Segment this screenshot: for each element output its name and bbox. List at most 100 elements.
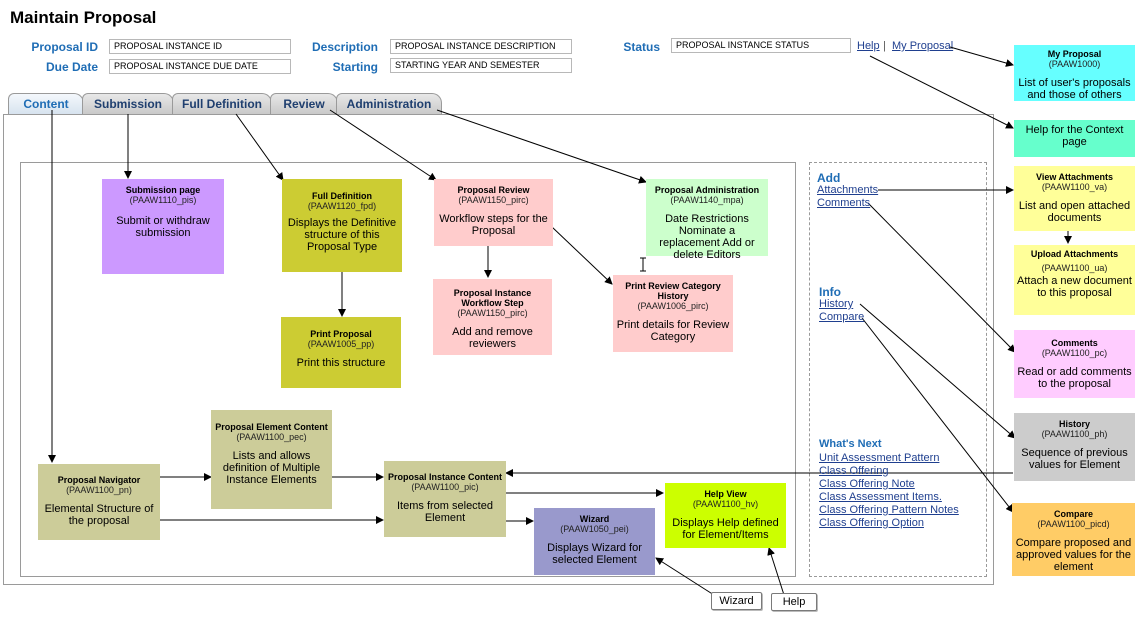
node-desc: Submit or withdraw submission [116,215,210,239]
help-link[interactable]: Help [857,40,880,52]
node-upload-attachments: Upload Attachments (PAAW1100_ua) Attach … [1014,245,1135,315]
side-heading-info: Info [819,285,841,299]
content-panel [3,114,994,585]
node-title: Comments [1051,338,1098,348]
node-submission-page: Submission page (PAAW1110_pis) Submit or… [102,179,224,274]
proposal-id-field[interactable]: PROPOSAL INSTANCE ID [109,39,291,54]
side-link-compare[interactable]: Compare [819,311,865,323]
node-code: (PAAW1006_pirc) [637,301,709,311]
node-desc: Displays Help defined for Element/Items [672,517,779,541]
starting-field[interactable]: STARTING YEAR AND SEMESTER [390,58,572,73]
node-desc: Displays Wizard for selected Element [547,542,642,566]
node-desc: Displays the Definitive structure of thi… [287,217,397,253]
my-proposal-link[interactable]: My Proposal [892,40,954,52]
node-code: (PAAW1100_va) [1041,182,1108,192]
node-desc: Date Restrictions Nominate a replacement… [659,213,755,261]
node-title: Help View [704,489,747,499]
node-desc: Help for the Context page [1025,124,1124,148]
node-my-proposal: My Proposal (PAAW1000) List of user's pr… [1014,45,1135,101]
description-field[interactable]: PROPOSAL INSTANCE DESCRIPTION [390,39,572,54]
node-desc: List and open attached documents [1018,200,1131,224]
tab-content[interactable]: Content [8,93,84,114]
node-desc: Read or add comments to the proposal [1017,366,1132,390]
node-desc: Print details for Review Category [616,319,730,343]
tab-full-definition[interactable]: Full Definition [172,93,272,114]
help-button[interactable]: Help [771,593,817,611]
wizard-button[interactable]: Wizard [711,592,762,610]
side-heading-add: Add [817,171,841,185]
node-help-view: Help View (PAAW1100_hv) Displays Help de… [665,483,786,548]
node-title: Compare [1053,509,1093,519]
node-title: My Proposal [1047,49,1102,59]
side-link-class-offering-option[interactable]: Class Offering Option [819,517,924,529]
diagram-area [20,162,796,577]
status-label: Status [623,40,660,54]
node-code: (PAAW1100_hv) [692,499,759,509]
node-help-context: Help for the Context page [1014,120,1135,157]
node-desc: Lists and allows definition of Multiple … [222,450,321,486]
node-title: Print Review Category History [625,281,721,301]
node-code: (PAAW1100_ua) [1041,263,1108,273]
node-element-content: Proposal Element Content (PAAW1100_pec) … [211,410,332,509]
node-code: (PAAW1150_pirc) [458,195,529,205]
node-desc: Print this structure [296,357,386,369]
side-link-history[interactable]: History [819,298,854,310]
proposal-id-label: Proposal ID [31,40,98,54]
side-heading-whats-next: What's Next [819,438,882,450]
status-field[interactable]: PROPOSAL INSTANCE STATUS [671,38,851,53]
node-desc: Compare proposed and approved values for… [1015,537,1132,573]
node-full-definition: Full Definition (PAAW1120_fpd) Displays … [282,179,402,272]
node-desc: Items from selected Element [397,500,493,524]
node-title: Proposal Element Content [215,422,328,432]
node-title: Full Definition [312,191,372,201]
link-separator: | [883,40,886,52]
node-desc: Workflow steps for the Proposal [439,213,548,237]
side-link-class-offering[interactable]: Class Offering [819,465,889,477]
node-code: (PAAW1000) [1048,59,1101,69]
node-workflow-step: Proposal Instance Workflow Step (PAAW115… [433,279,552,355]
node-code: (PAAW1005_pp) [307,339,375,349]
node-code: (PAAW1100_pic) [411,482,479,492]
node-code: (PAAW1050_pei) [560,524,629,534]
node-desc: Sequence of previous values for Element [1021,447,1128,471]
tab-submission[interactable]: Submission [82,93,174,114]
node-instance-content: Proposal Instance Content (PAAW1100_pic)… [384,461,506,537]
node-view-attachments: View Attachments (PAAW1100_va) List and … [1014,166,1135,231]
node-history: History (PAAW1100_ph) Sequence of previo… [1014,413,1135,481]
node-title: Upload Attachments [1030,249,1119,259]
node-title: History [1058,419,1090,429]
node-code: (PAAW1100_pn) [66,485,132,495]
node-title: Print Proposal [310,329,372,339]
node-desc: Attach a new document to this proposal [1017,275,1132,299]
side-link-unit-assessment-pattern[interactable]: Unit Assessment Pattern [819,452,940,464]
side-panel [809,162,987,577]
node-wizard: Wizard (PAAW1050_pei) Displays Wizard fo… [534,508,655,575]
node-proposal-review: Proposal Review (PAAW1150_pirc) Workflow… [434,179,553,246]
due-date-field[interactable]: PROPOSAL INSTANCE DUE DATE [109,59,291,74]
node-code: (PAAW1100_pec) [236,432,307,442]
node-code: (PAAW1100_pc) [1041,348,1108,358]
node-code: (PAAW1110_pis) [129,195,197,205]
node-code: (PAAW1100_picd) [1037,519,1110,529]
side-link-class-offering-note[interactable]: Class Offering Note [819,478,915,490]
node-desc: Elemental Structure of the proposal [44,503,154,527]
node-administration: Proposal Administration (PAAW1140_mpa) D… [646,179,768,261]
node-title: Proposal Navigator [57,475,141,485]
side-link-attachments[interactable]: Attachments [817,184,879,196]
node-title: Proposal Instance Content [387,472,503,482]
side-link-comments[interactable]: Comments [817,197,871,209]
node-code: (PAAW1150_pirc) [457,308,528,318]
node-title: View Attachments [1035,172,1114,182]
node-title: Proposal Instance Workflow Step [453,288,532,308]
tab-review[interactable]: Review [270,93,338,114]
node-desc: List of user's proposals and those of ot… [1018,77,1131,101]
description-label: Description [311,40,378,54]
node-print-proposal: Print Proposal (PAAW1005_pp) Print this … [281,317,401,388]
side-link-class-offering-pattern-notes[interactable]: Class Offering Pattern Notes [819,504,959,516]
starting-label: Starting [332,60,378,74]
node-compare: Compare (PAAW1100_picd) Compare proposed… [1012,503,1135,576]
tab-administration[interactable]: Administration [336,93,442,114]
side-link-class-assessment-items[interactable]: Class Assessment Items. [819,491,942,503]
node-title: Submission page [125,185,201,195]
